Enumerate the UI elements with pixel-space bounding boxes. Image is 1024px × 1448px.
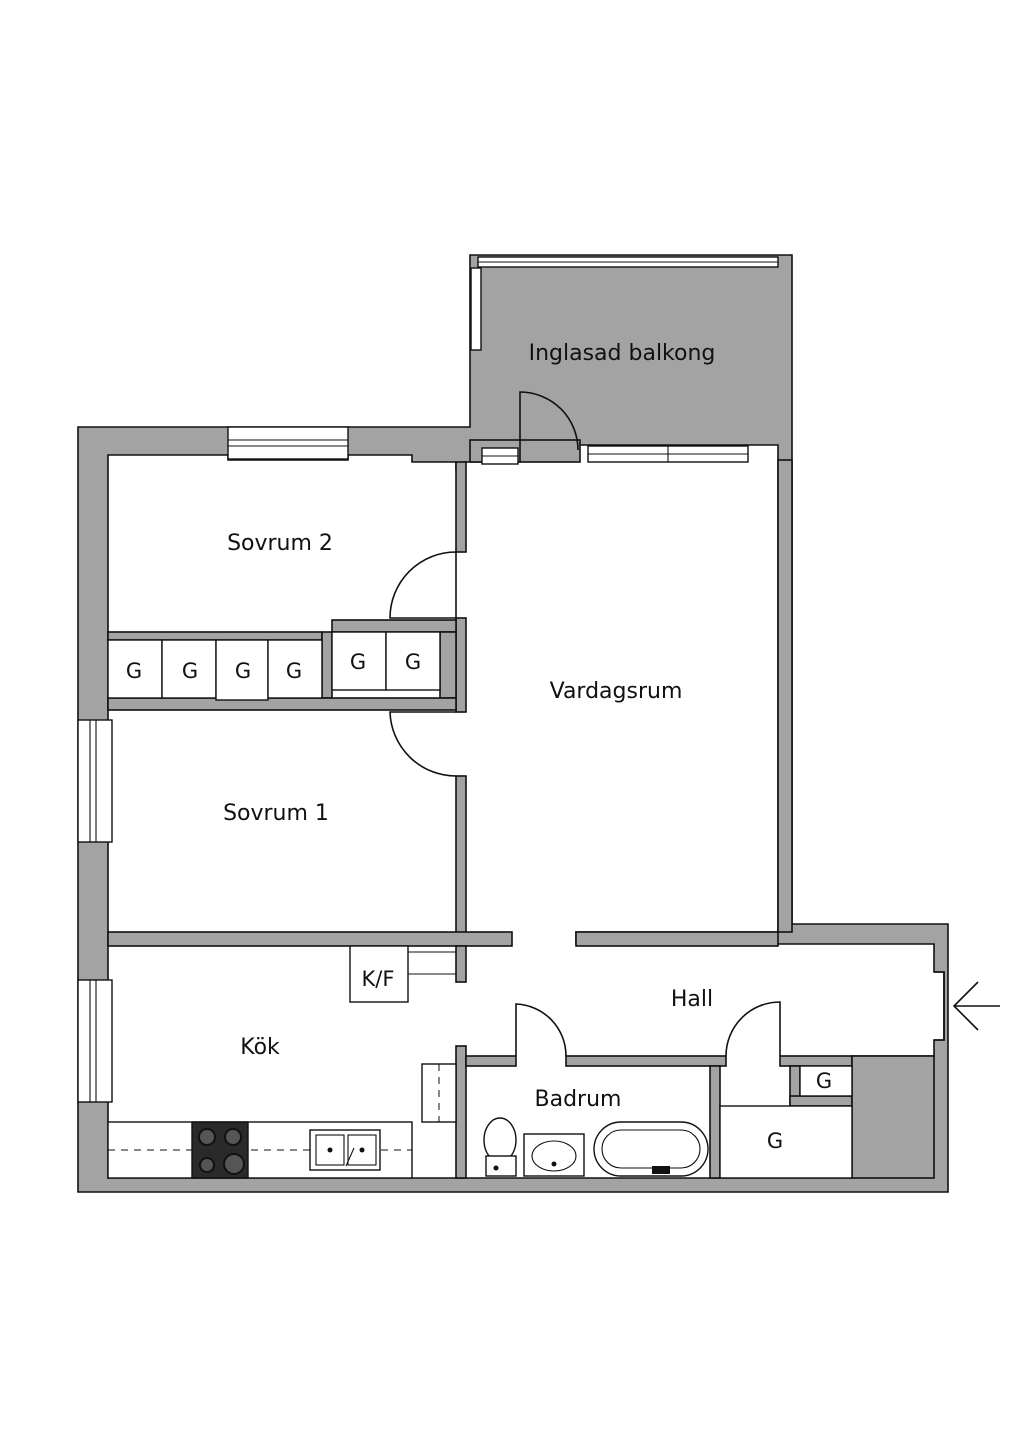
label-closet: G: [182, 659, 198, 683]
washbasin-icon: [523, 1133, 585, 1177]
label-bathroom: Badrum: [535, 1087, 622, 1112]
windows: [77, 256, 779, 1103]
bathtub-icon: [593, 1121, 709, 1177]
entrance-arrow-icon: [952, 981, 1000, 1031]
toilet-icon: [483, 1117, 517, 1177]
exterior-walls: [77, 254, 949, 1193]
label-living-room: Vardagsrum: [550, 679, 683, 704]
interior-walls: [107, 439, 935, 1179]
closets: [107, 631, 853, 1179]
label-bedroom-2: Sovrum 2: [227, 531, 333, 556]
label-kitchen: Kök: [240, 1035, 280, 1060]
kitchen-fixtures: [107, 945, 457, 1179]
room-labels: Inglasad balkong Sovrum 2 Vardagsrum Sov…: [126, 341, 832, 1153]
label-hall: Hall: [671, 987, 713, 1012]
label-closet: G: [816, 1069, 832, 1093]
kitchen-sink-icon: [309, 1129, 381, 1171]
label-closet: G: [767, 1129, 783, 1153]
doors: [389, 391, 945, 1057]
label-closet: G: [405, 650, 421, 674]
label-closet: G: [235, 659, 251, 683]
label-balcony: Inglasad balkong: [529, 341, 716, 366]
label-closet: G: [350, 650, 366, 674]
fridge-freezer-icon: [349, 945, 409, 1003]
label-fridge-freezer: K/F: [362, 967, 395, 991]
label-bedroom-1: Sovrum 1: [223, 801, 329, 826]
label-closet: G: [286, 659, 302, 683]
bathroom-fixtures: [483, 1117, 709, 1177]
label-closet: G: [126, 659, 142, 683]
